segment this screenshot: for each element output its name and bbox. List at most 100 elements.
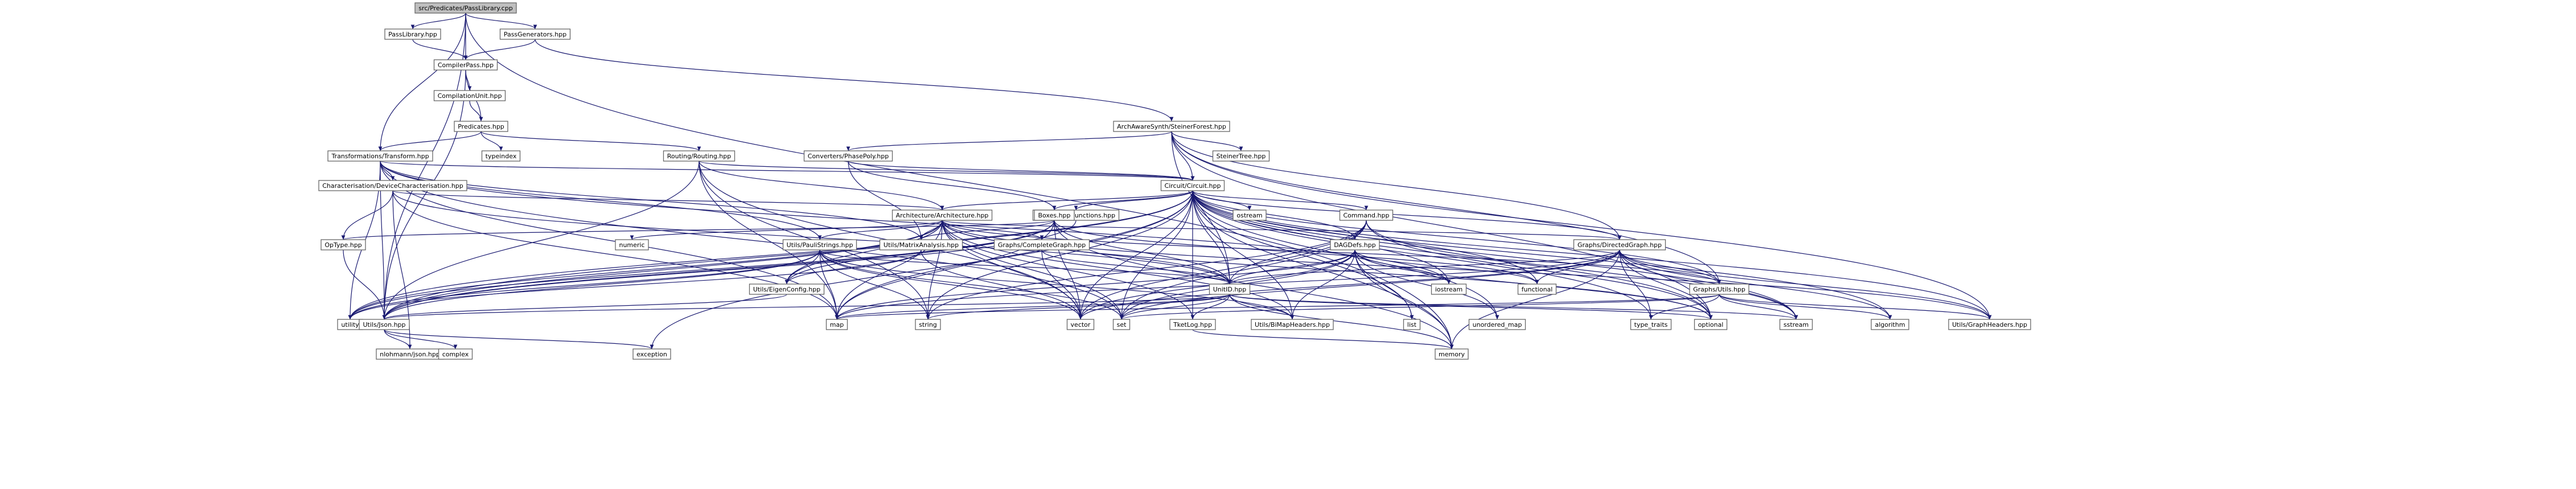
graph-node-functional: functional [1517,283,1557,295]
node-label: ArchAwareSynth/SteinerForest.hpp [1117,123,1226,130]
include-edge-json-to-exception [384,329,654,350]
graph-node-root[interactable]: src/Predicates/PassLibrary.cpp [414,2,517,14]
include-edge-boxes-to-vector [1054,220,1083,320]
graph-node-graphheaders[interactable]: Utils/GraphHeaders.hpp [1948,319,2031,330]
node-box [1113,121,1230,132]
node-box [782,239,857,250]
graph-node-devchar[interactable]: Characterisation/DeviceCharacterisation.… [318,180,467,191]
include-edge-routing-to-circuit [699,161,1194,181]
graph-node-bimap[interactable]: Utils/BiMapHeaders.hpp [1251,319,1334,330]
graph-node-graphutils[interactable]: Graphs/Utils.hpp [1689,283,1749,295]
graph-node-steinertree[interactable]: SteinerTree.hpp [1212,150,1270,162]
node-label: Predicates.hpp [458,123,504,130]
include-edge-predicates-to-typeindex [480,131,503,151]
graph-node-transform[interactable]: Transformations/Transform.hpp [327,150,433,162]
include-edge-devchar-to-arch [392,190,944,211]
node-box [433,59,498,71]
include-edge-circuit-to-iostream [1192,190,1451,285]
graph-node-compinit[interactable]: CompilationUnit.hpp [433,90,506,101]
graph-node-unitid[interactable]: UnitID.hpp [1209,283,1251,295]
include-edge-directedgraph-to-unitid [1227,249,1620,285]
node-label: complex [442,351,469,358]
graph-node-nlohmann: nlohmann/json.hpp [376,348,444,360]
graph-node-dagdefs[interactable]: DAGDefs.hpp [1330,239,1380,250]
graph-node-circuit[interactable]: Circuit/Circuit.hpp [1160,180,1225,191]
node-box [318,180,467,191]
include-edge-root-to-memory [465,13,1454,350]
include-edge-command-to-optional [1366,220,1713,320]
graph-node-unordered_map: unordered_map [1468,319,1526,330]
node-box [1468,319,1526,330]
node-box [1517,283,1557,295]
graph-node-typeindex: typeindex [481,150,521,162]
include-edge-routing-to-map [699,161,839,320]
graph-node-passgen[interactable]: PassGenerators.hpp [499,28,571,40]
include-edge-transform-to-set [380,161,1124,320]
include-edge-passlib-to-compilerpass [412,39,468,60]
graph-node-routing[interactable]: Routing/Routing.hpp [663,150,736,162]
node-box [1779,319,1813,330]
graph-node-json[interactable]: Utils/Json.hpp [359,319,410,330]
node-box [1251,319,1334,330]
graph-node-vector: vector [1066,319,1095,330]
include-edge-circuit-to-unitid [1192,190,1232,285]
include-edge-root-to-passgen [465,13,537,30]
include-edge-circuit-to-utility [348,190,1193,320]
graph-node-passlib[interactable]: PassLibrary.hpp [384,28,441,40]
graph-node-completegraph[interactable]: Graphs/CompleteGraph.hpp [993,239,1090,250]
graph-node-directedgraph[interactable]: Graphs/DirectedGraph.hpp [1573,239,1666,250]
graph-node-arch[interactable]: Architecture/Architecture.hpp [891,209,993,221]
node-box [825,319,848,330]
graph-node-map: map [825,319,848,330]
node-box [749,283,825,295]
include-edge-arch-to-directedgraph [942,220,1621,240]
include-edge-graphutils-to-type_traits [1649,294,1720,320]
include-edge-passgen-to-compilerpass [463,39,536,60]
graph-node-tketlog[interactable]: TketLog.hpp [1169,319,1216,330]
graph-node-compilerpass[interactable]: CompilerPass.hpp [433,59,498,71]
include-edge-boxes-to-functional [1054,220,1539,285]
node-box [632,348,671,360]
node-label: src/Predicates/PassLibrary.cpp [418,5,512,12]
include-edge-routing-to-json [382,161,700,320]
node-box [433,90,506,101]
node-label: Characterisation/DeviceCharacterisation.… [322,182,463,190]
node-box [1435,348,1469,360]
include-edge-circuit-to-map [835,190,1193,320]
include-edge-circuit-to-graphheaders [1192,190,1992,320]
include-edge-unitid-to-string [926,294,1230,320]
include-edge-matrixanalysis-to-utility [348,249,922,320]
graph-node-optional: optional [1694,319,1728,330]
include-edge-routing-to-arch [699,161,944,211]
include-edge-paulistrings-to-set [819,249,1124,320]
node-box [1871,319,1909,330]
include-edge-root-to-passlib [410,13,466,30]
node-box [1212,150,1270,162]
include-edge-boxes-to-optype [342,220,1055,240]
node-label: set [1117,321,1127,328]
include-edge-boxes-to-matrixanalysis [919,220,1055,240]
graph-node-predicates[interactable]: Predicates.hpp [454,121,508,132]
include-edge-circuit-to-unordered_map [1192,190,1499,320]
include-edge-dagdefs-to-memory [1354,249,1454,350]
graph-node-phasepoly[interactable]: Converters/PhasePoly.hpp [803,150,893,162]
include-edge-predicates-to-routing [480,131,701,151]
graph-node-boxes[interactable]: Boxes.hpp [1034,209,1075,221]
graph-node-matrixanalysis[interactable]: Utils/MatrixAnalysis.hpp [879,239,963,250]
node-box [438,348,473,360]
graph-node-optype[interactable]: OpType.hpp [321,239,366,250]
node-label: map [830,321,844,328]
graph-node-ostream: ostream [1232,209,1267,221]
node-label: Architecture/Architecture.hpp [896,212,989,219]
graph-node-paulistrings[interactable]: Utils/PauliStrings.hpp [782,239,857,250]
node-box [993,239,1090,250]
graph-node-exception: exception [632,348,671,360]
graph-node-command[interactable]: Command.hpp [1339,209,1394,221]
node-label: TketLog.hpp [1173,321,1212,328]
include-edge-dagdefs-to-list [1354,249,1414,320]
graph-node-eigenconfig[interactable]: Utils/EigenConfig.hpp [749,283,825,295]
include-edge-aas-to-directedgraph [1171,131,1622,240]
node-box [384,28,441,40]
graph-node-aas[interactable]: ArchAwareSynth/SteinerForest.hpp [1113,121,1230,132]
node-box [499,28,571,40]
